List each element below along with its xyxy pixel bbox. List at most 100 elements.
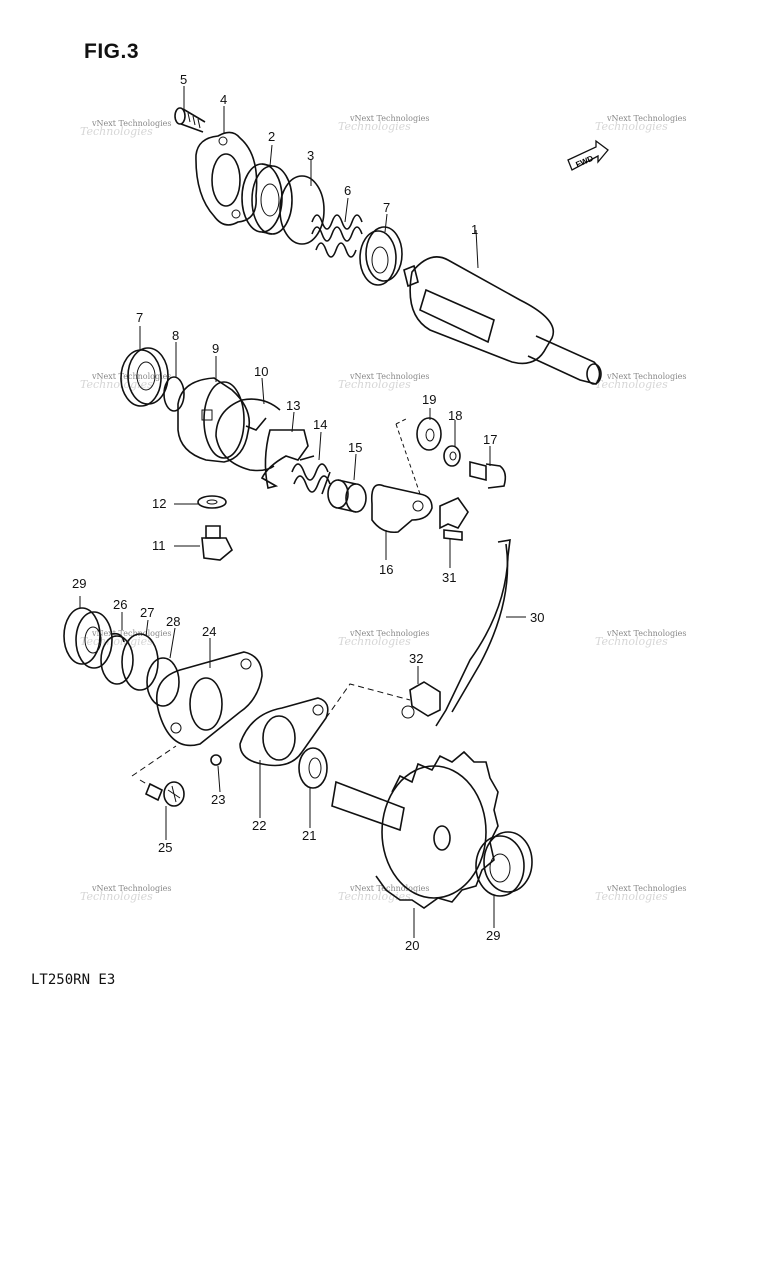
callout-label: 22 — [252, 818, 266, 833]
part-4-gasket — [195, 131, 258, 226]
part-15-spacer — [327, 479, 367, 513]
svg-text:vNext Technologies: vNext Technologies — [91, 372, 171, 381]
part-1-shaft — [403, 256, 602, 385]
part-7-bearing-top — [359, 226, 403, 286]
svg-text:vNext Technologies: vNext Technologies — [606, 114, 686, 123]
callout-label: 19 — [422, 392, 436, 407]
part-31-clamp — [439, 497, 469, 541]
part-14-spring — [291, 455, 331, 495]
svg-text:vNext Technologies: vNext Technologies — [606, 629, 686, 638]
fwd-arrow-icon: FWD — [567, 139, 609, 171]
callout-label: 21 — [302, 828, 316, 843]
svg-text:Technologies: Technologies — [80, 890, 153, 903]
callout-label: 7 — [136, 310, 143, 325]
svg-text:Technologies: Technologies — [338, 890, 411, 903]
part-17-bolt — [469, 460, 507, 489]
callout-label: 8 — [172, 328, 179, 343]
callout-label: 29 — [72, 576, 86, 591]
callout-label: 17 — [483, 432, 497, 447]
svg-text:vNext Technologies: vNext Technologies — [91, 884, 171, 893]
part-11-bolt — [201, 525, 233, 561]
part-29-bearing-right — [475, 831, 533, 897]
callout-label: 18 — [448, 408, 462, 423]
svg-text:Technologies: Technologies — [595, 378, 668, 391]
part-19-washer — [416, 417, 442, 451]
callout-label: 26 — [113, 597, 127, 612]
svg-text:Technologies: Technologies — [595, 890, 668, 903]
part-20-gear — [331, 750, 499, 909]
callout-label: 28 — [166, 614, 180, 629]
callout-label: 31 — [442, 570, 456, 585]
part-2-housing — [241, 163, 293, 235]
callout-label: 30 — [530, 610, 544, 625]
callout-label: 10 — [254, 364, 268, 379]
svg-text:Technologies: Technologies — [338, 635, 411, 648]
part-6-spring — [311, 214, 363, 258]
part-3-o-ring — [279, 175, 325, 245]
callout-label: 4 — [220, 92, 227, 107]
part-29-bearing-left — [63, 607, 113, 669]
callout-label: 20 — [405, 938, 419, 953]
part-32-clamp — [401, 681, 441, 719]
part-5-bolt — [174, 107, 206, 133]
callout-label: 2 — [268, 129, 275, 144]
svg-text:vNext Technologies: vNext Technologies — [606, 372, 686, 381]
svg-text:vNext Technologies: vNext Technologies — [349, 114, 429, 123]
callout-label: 7 — [383, 200, 390, 215]
part-18-washer — [443, 445, 461, 467]
part-8-circlip — [163, 376, 185, 412]
callout-label: 3 — [307, 148, 314, 163]
figure-title: FIG.3 — [84, 40, 140, 63]
callout-label: 11 — [152, 538, 166, 553]
part-23-ball — [210, 754, 222, 766]
callout-label: 13 — [286, 398, 300, 413]
callout-label: 29 — [486, 928, 500, 943]
part-12-washer — [197, 495, 227, 509]
svg-text:Technologies: Technologies — [80, 635, 153, 648]
callout-label: 5 — [180, 72, 187, 87]
part-25-screw — [144, 781, 185, 807]
part-30-rod — [435, 539, 511, 727]
callout-label: 9 — [212, 341, 219, 356]
callout-label: 25 — [158, 840, 172, 855]
callout-label: 23 — [211, 792, 225, 807]
part-26-clip — [100, 632, 134, 685]
callout-label: 32 — [409, 651, 423, 666]
part-7-bearing-mid — [120, 347, 169, 407]
svg-text:Technologies: Technologies — [80, 125, 153, 138]
svg-text:vNext Technologies: vNext Technologies — [349, 372, 429, 381]
callout-label: 27 — [140, 605, 154, 620]
callout-label: 15 — [348, 440, 362, 455]
svg-text:vNext Technologies: vNext Technologies — [349, 629, 429, 638]
part-9-ratchet — [177, 377, 251, 463]
callout-labels: 1 2 3 4 5 6 7 7 8 9 10 11 12 13 14 15 16… — [72, 72, 544, 953]
svg-text:vNext Technologies: vNext Technologies — [91, 119, 171, 128]
part-22-seal-housing — [239, 697, 329, 767]
model-code: LT250RN E3 — [31, 972, 116, 988]
part-24-plate — [156, 651, 263, 747]
svg-text:vNext Technologies: vNext Technologies — [349, 884, 429, 893]
part-21-washer — [298, 747, 328, 789]
callout-label: 12 — [152, 496, 166, 511]
part-28-o-ring — [146, 657, 180, 707]
callout-label: 1 — [471, 222, 478, 237]
callout-label: 14 — [313, 417, 327, 432]
svg-text:Technologies: Technologies — [338, 378, 411, 391]
part-16-plate — [370, 417, 433, 534]
part-13-guide — [260, 429, 309, 489]
callout-label: 24 — [202, 624, 216, 639]
svg-text:Technologies: Technologies — [595, 120, 668, 133]
leader-lines — [79, 86, 526, 938]
